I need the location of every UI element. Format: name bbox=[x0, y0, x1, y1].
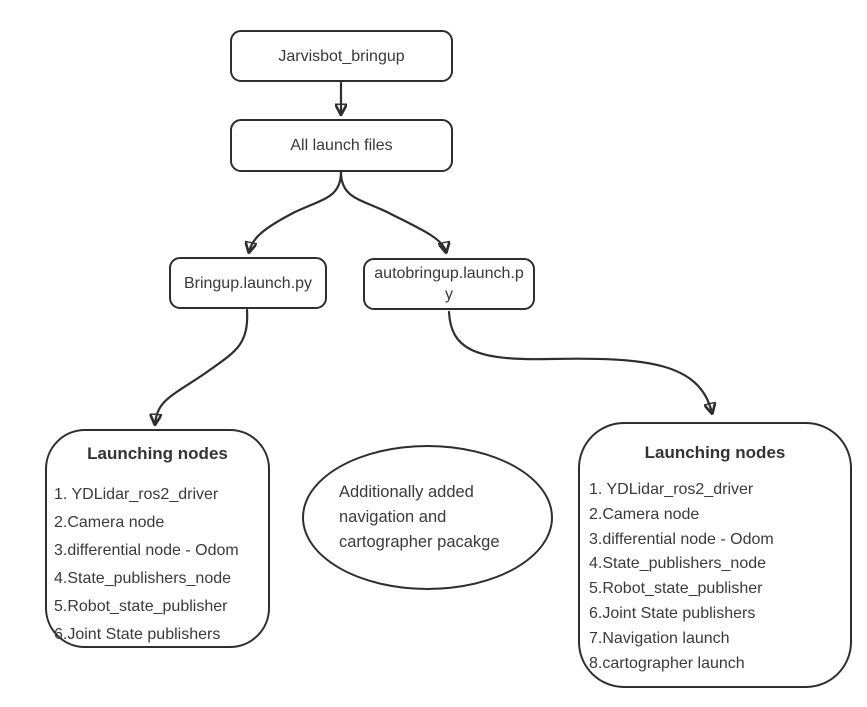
note-ellipse: Additionally added navigation and cartog… bbox=[302, 445, 553, 590]
list-item: 3.differential node - Odom bbox=[589, 530, 774, 548]
list-item: 4.State_publishers_node bbox=[589, 555, 767, 573]
node-jarvisbot-bringup-label: Jarvisbot_bringup bbox=[278, 47, 405, 65]
node-launching-nodes-left: Launching nodes 1. YDLidar_ros2_driver 2… bbox=[45, 429, 270, 648]
node-all-launch-files: All launch files bbox=[230, 119, 453, 172]
list-item: 1. YDLidar_ros2_driver bbox=[54, 486, 219, 503]
note-text: Additionally added navigation and cartog… bbox=[339, 483, 500, 551]
list-item: 2.Camera node bbox=[589, 505, 700, 523]
list-item: 2.Camera node bbox=[54, 514, 165, 531]
launching-nodes-right-list: 1. YDLidar_ros2_driver 2.Camera node 3.d… bbox=[589, 478, 850, 676]
launching-nodes-right-title: Launching nodes bbox=[644, 443, 786, 462]
node-autobringup-launch-py-label: autobringup.launch.py bbox=[374, 265, 524, 303]
list-item: 6.Joint State publishers bbox=[54, 626, 221, 643]
list-item: 7.Navigation launch bbox=[589, 629, 730, 647]
node-all-launch-files-label: All launch files bbox=[290, 137, 393, 154]
list-item: 1. YDLidar_ros2_driver bbox=[589, 481, 754, 498]
node-autobringup-launch-py: autobringup.launch.py bbox=[363, 258, 535, 310]
edge-autobringup-to-rightnodes bbox=[447, 310, 712, 413]
list-item: 5.Robot_state_publisher bbox=[589, 580, 763, 598]
list-item: 6.Joint State publishers bbox=[589, 604, 756, 622]
list-item: 5.Robot_state_publisher bbox=[54, 598, 228, 615]
launching-nodes-left-list: 1. YDLidar_ros2_driver 2.Camera node 3.d… bbox=[54, 481, 268, 649]
node-bringup-launch-py: Bringup.launch.py bbox=[169, 257, 327, 309]
edge-bringup-to-leftnodes bbox=[155, 308, 249, 424]
node-launching-nodes-right: Launching nodes 1. YDLidar_ros2_driver 2… bbox=[578, 422, 852, 688]
launching-nodes-left-title: Launching nodes bbox=[87, 444, 228, 463]
edge-launchfiles-to-bringup bbox=[249, 170, 343, 252]
list-item: 3.differential node - Odom bbox=[54, 542, 239, 559]
list-item: 4.State_publishers_node bbox=[54, 570, 232, 587]
node-jarvisbot-bringup: Jarvisbot_bringup bbox=[230, 30, 453, 82]
list-item: 8.cartographer launch bbox=[589, 654, 745, 672]
node-bringup-launch-py-label: Bringup.launch.py bbox=[183, 274, 313, 292]
edge-launchfiles-to-autobringup bbox=[339, 170, 446, 252]
